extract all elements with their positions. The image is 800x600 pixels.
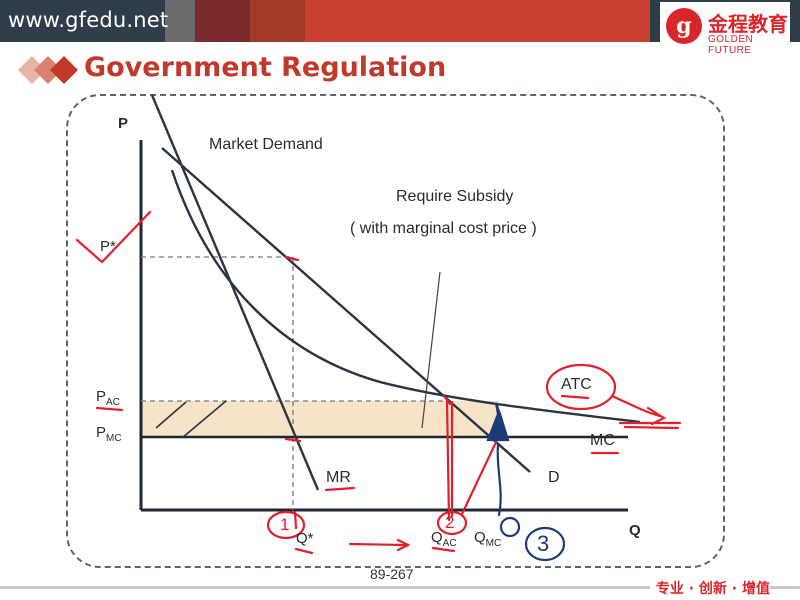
subsidy-subtitle: ( with marginal cost price ) <box>350 220 537 237</box>
bar-block <box>195 0 250 42</box>
page-number: 89-267 <box>370 566 414 582</box>
mr-label: MR <box>326 469 351 486</box>
handwritten-mark-2: 2 <box>445 513 455 532</box>
atc-curve <box>170 169 641 424</box>
logo-english-text: GOLDEN FUTURE <box>708 34 754 56</box>
footer-slogan: 专业 · 创新 · 增值 <box>649 578 770 598</box>
logo-mark-icon: g <box>666 8 702 44</box>
logo-chinese-text: 金程教育 <box>708 12 788 36</box>
hatch-marks <box>155 400 227 439</box>
handwritten-mark-3: 3 <box>537 531 550 556</box>
site-url[interactable]: www.gfedu.net <box>8 8 169 32</box>
bar-block <box>165 0 195 42</box>
title-diamonds-icon <box>18 56 78 84</box>
y-axis-label: P <box>118 115 129 132</box>
subsidy-pointer <box>421 271 441 429</box>
bar-block <box>305 0 650 42</box>
q-star-label: Q* <box>296 530 314 547</box>
demand-label: D <box>548 469 560 486</box>
p-mc-label: PMC <box>96 424 122 444</box>
mc-label: MC <box>590 432 615 449</box>
q-ac-label: QAC <box>431 529 457 549</box>
p-star-label: P* <box>100 238 116 255</box>
p-ac-label: PAC <box>96 388 120 408</box>
content-frame <box>66 94 725 568</box>
brand-logo: g 金程教育 GOLDEN FUTURE <box>660 2 790 56</box>
bar-block <box>250 0 305 42</box>
blue-annotations <box>486 402 566 562</box>
subsidy-area <box>141 401 499 437</box>
atc-label: ATC <box>561 376 592 393</box>
footer-bar <box>0 586 800 589</box>
footer: 专业 · 创新 · 增值 <box>0 578 800 600</box>
handwritten-mark-1: 1 <box>280 515 290 534</box>
subsidy-title: Require Subsidy <box>396 188 514 205</box>
mr-curve <box>150 94 320 491</box>
red-annotations <box>75 210 682 555</box>
slide-title: Government Regulation <box>84 52 447 83</box>
market-demand-label: Market Demand <box>209 136 323 153</box>
q-mc-label: QMC <box>474 529 502 549</box>
demand-curve <box>161 147 531 473</box>
x-axis-label: Q <box>629 522 641 539</box>
